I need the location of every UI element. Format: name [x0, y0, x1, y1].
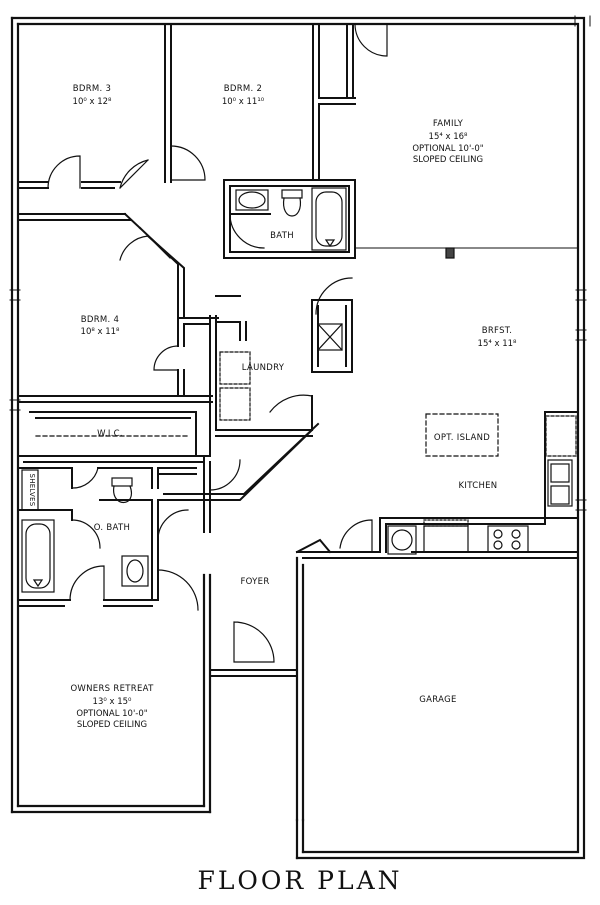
- label-foyer: FOYER: [240, 577, 269, 587]
- label-shelves: SHELVES: [28, 473, 36, 506]
- exterior-walls: [10, 16, 586, 860]
- window-marks: [9, 15, 591, 511]
- size-family: 15⁴ x 16⁸: [429, 132, 468, 142]
- label-bdrm2: BDRM. 2: [224, 84, 263, 94]
- label-obath: O. BATH: [94, 523, 130, 533]
- label-wic: W.I.C.: [97, 429, 123, 439]
- label-bath: BATH: [270, 231, 294, 241]
- label-bdrm3: BDRM. 3: [73, 84, 112, 94]
- size-owners: 13⁰ x 15⁰: [93, 697, 132, 707]
- plan-caption: FLOOR PLAN: [197, 866, 403, 895]
- door-swings: [47, 23, 388, 663]
- size-bdrm2: 10⁰ x 11¹⁰: [222, 97, 265, 107]
- kitchen-fixtures: [35, 247, 577, 555]
- label-laundry: LAUNDRY: [242, 363, 285, 373]
- note-family-1: OPTIONAL 10'-0": [412, 144, 483, 154]
- size-bdrm4: 10⁸ x 11⁸: [81, 327, 120, 337]
- note-owners-1: OPTIONAL 10'-0": [76, 709, 147, 719]
- note-family-2: SLOPED CEILING: [413, 155, 483, 165]
- label-kitchen: KITCHEN: [459, 481, 498, 491]
- label-brfst: BRFST.: [482, 326, 513, 336]
- room-labels: BDRM. 3 10⁰ x 12⁸ BDRM. 2 10⁰ x 11¹⁰ FAM…: [28, 84, 517, 730]
- bath-fixtures: [21, 187, 347, 593]
- label-owners: OWNERS RETREAT: [70, 684, 154, 694]
- note-owners-2: SLOPED CEILING: [77, 720, 147, 730]
- label-bdrm4: BDRM. 4: [81, 315, 120, 325]
- label-garage: GARAGE: [419, 695, 456, 705]
- size-bdrm3: 10⁰ x 12⁸: [73, 97, 112, 107]
- label-island: OPT. ISLAND: [434, 433, 490, 443]
- size-brfst: 15⁴ x 11⁸: [478, 339, 517, 349]
- label-family: FAMILY: [433, 119, 464, 129]
- floor-plan-drawing: BDRM. 3 10⁰ x 12⁸ BDRM. 2 10⁰ x 11¹⁰ FAM…: [9, 15, 591, 860]
